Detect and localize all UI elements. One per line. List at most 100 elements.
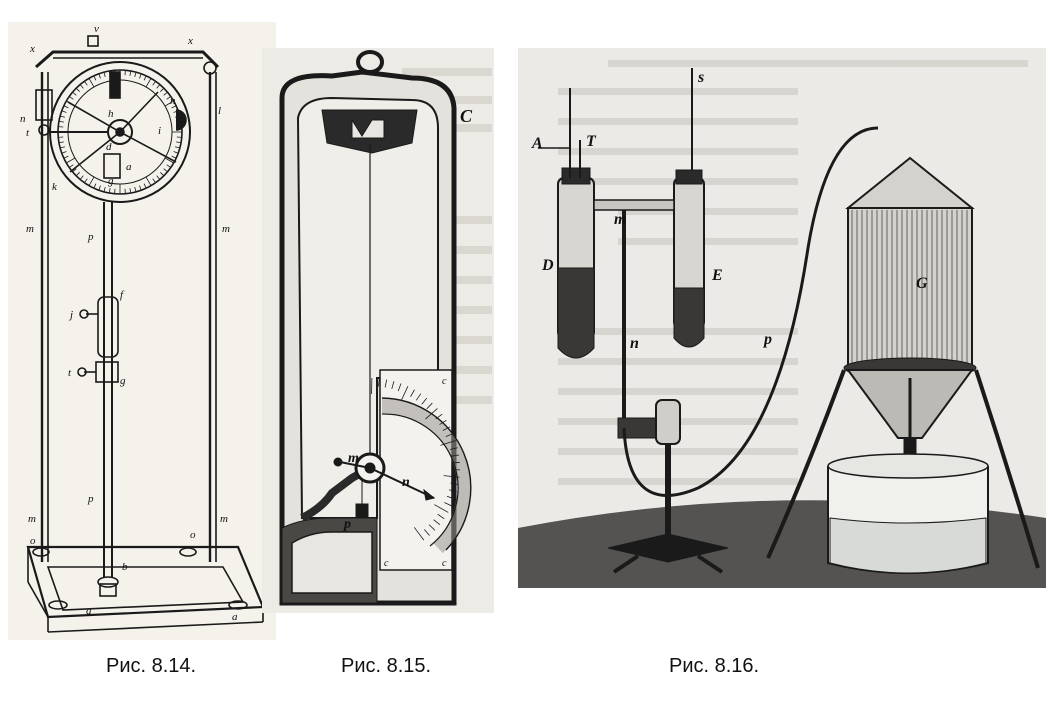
label-n: n [630, 335, 639, 352]
dial-tick [72, 91, 77, 96]
dial-tick [171, 105, 177, 109]
label-n-left: n [20, 113, 26, 125]
label-A: A [531, 135, 543, 152]
scale-tick [434, 504, 449, 513]
dial-tick [176, 141, 182, 144]
label-D: D [541, 257, 554, 274]
scale-tick [437, 513, 445, 520]
scale-tick [449, 447, 458, 450]
label-p-bottom: p [87, 493, 94, 505]
dial-tick [171, 155, 177, 159]
figure-8-14-drawing: v x x h n n t d a g i k l m m p f j t g … [20, 23, 265, 633]
dial-tick [58, 120, 64, 123]
caption-fig-8-15: Рис. 8.15. [341, 655, 432, 677]
caption-fig-8-16: Рис. 8.16. [669, 655, 760, 677]
label-b: b [122, 561, 128, 573]
dial-tick [166, 96, 172, 100]
label-o-left: o [30, 535, 36, 547]
figure-8-14: v x x h n n t d a g i k l m m p f j t g … [8, 22, 276, 640]
label-x-right: x [187, 35, 193, 47]
scale-tick [423, 529, 430, 536]
dial-tick [163, 168, 168, 173]
label-E: E [711, 267, 723, 284]
vessel-hatching [851, 210, 968, 366]
figure-8-16-drawing: A T s m D E n p G [518, 60, 1046, 588]
dial-tick [58, 141, 64, 144]
dial-ticks [58, 70, 182, 194]
scale-tick [450, 482, 459, 486]
label-m: m [614, 211, 626, 228]
dial-tick [75, 87, 80, 92]
label-n: n [402, 475, 410, 490]
label-m-bottom-left: m [28, 513, 36, 525]
dial-tick [152, 80, 156, 86]
figure-8-16: A T s m D E n p G [518, 48, 1046, 588]
scale-tick [433, 519, 441, 526]
dial-tick [88, 176, 95, 186]
dial-tick [145, 176, 152, 186]
dial-tick [174, 146, 180, 149]
dial-tick [79, 84, 84, 89]
dial-tick [84, 80, 88, 86]
label-x-left: x [29, 43, 35, 55]
dial-tick [68, 164, 74, 168]
label-l: l [218, 105, 221, 117]
label-p-top: p [87, 231, 94, 243]
scale-tick [425, 408, 438, 420]
label-i: i [158, 125, 161, 137]
dial-tick [103, 72, 106, 78]
dial-tick [164, 157, 174, 164]
label-k: k [52, 181, 58, 193]
label-h: h [108, 108, 114, 120]
label-t-bottom: t [68, 367, 72, 379]
label-p: p [343, 517, 351, 532]
dial-tick [108, 188, 111, 194]
label-m-bottom-right: m [220, 513, 228, 525]
dial-tick [63, 105, 69, 109]
label-d: d [106, 141, 112, 153]
dial-tick [98, 185, 101, 191]
label-G: G [916, 275, 928, 292]
label-c-bottom-left: c [384, 558, 389, 569]
dial-tick [156, 84, 161, 89]
scale-ticks [371, 378, 460, 541]
label-a-dial: a [126, 161, 132, 173]
dial-tick [66, 157, 76, 164]
dial-tick [103, 186, 106, 192]
dial-tick [75, 172, 80, 177]
label-g-rod: g [120, 375, 126, 387]
scale-tick [413, 527, 425, 541]
dial-tick [160, 172, 165, 177]
dial-tick [93, 75, 97, 81]
dial-tick [173, 110, 179, 113]
label-c-top: c [442, 376, 447, 387]
label-f: f [120, 289, 125, 301]
dial-tick [61, 110, 67, 113]
label-o-right: o [190, 529, 196, 541]
dial-tick [164, 100, 174, 107]
dial-tick [143, 183, 147, 189]
label-s: s [697, 69, 704, 86]
caption-fig-8-14: Рис. 8.14. [106, 655, 197, 677]
dial-tick [143, 75, 147, 81]
dial-tick [84, 178, 88, 184]
label-n-right: n [170, 95, 176, 107]
dial-tick [134, 186, 137, 192]
figure-8-15-drawing: C c m n p c c [279, 50, 492, 606]
dial-tick [160, 87, 165, 92]
dial-tick [129, 70, 132, 76]
label-a-base-right: a [232, 611, 238, 623]
dial-tick [139, 73, 142, 79]
label-g-dial: g [108, 175, 114, 187]
label-T: T [586, 133, 597, 150]
dial-tick [156, 175, 161, 180]
dial-tick [72, 168, 77, 173]
scale-tick [415, 393, 422, 401]
dial-tick [134, 72, 137, 78]
scale-tick [439, 420, 447, 425]
dial-tick [66, 100, 76, 107]
label-m: m [348, 451, 359, 466]
dial-tick [60, 146, 66, 149]
dial-tick [166, 164, 172, 168]
label-j: j [68, 309, 73, 321]
